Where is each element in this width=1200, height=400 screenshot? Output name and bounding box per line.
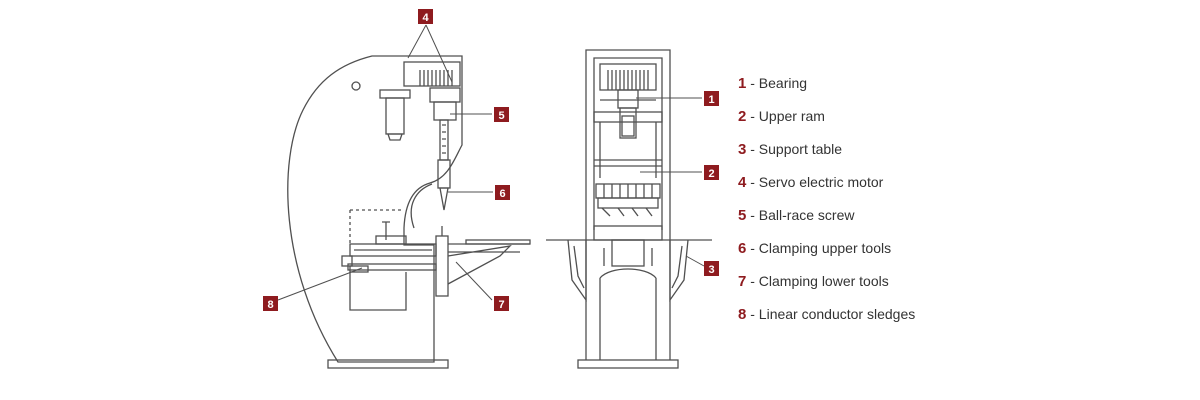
side-lower-tool: [435, 235, 449, 297]
legend-label: Clamping upper tools: [758, 240, 892, 256]
callout-1: 1: [704, 91, 719, 106]
legend-label: Upper ram: [758, 108, 825, 124]
callout-4: 4: [418, 9, 433, 24]
legend-separator: -: [750, 141, 755, 157]
front-view: [546, 49, 712, 369]
legend-separator: -: [750, 75, 755, 91]
callout-7-label: 7: [498, 299, 504, 311]
legend-number: 4: [738, 174, 747, 191]
legend-item-servo-electric-motor: 4 - Servo electric motor: [738, 171, 915, 204]
legend-label: Servo electric motor: [758, 174, 884, 190]
legend-number: 1: [738, 75, 747, 92]
legend-item-bearing: 1 - Bearing: [738, 72, 915, 105]
callout-3: 3: [704, 261, 719, 276]
front-frame: [585, 49, 671, 240]
legend-number: 3: [738, 141, 747, 158]
side-ball-screw: [439, 119, 449, 161]
callout-7: 7: [494, 296, 509, 311]
legend-item-ball-race-screw: 5 - Ball-race screw: [738, 204, 915, 237]
legend-number: 6: [738, 240, 747, 257]
legend-item-clamping-lower-tools: 7 - Clamping lower tools: [738, 270, 915, 303]
legend-label: Linear conductor sledges: [758, 306, 916, 322]
legend-separator: -: [750, 273, 755, 289]
callout-4-label: 4: [422, 12, 429, 24]
front-upper-ram: [593, 111, 663, 123]
legend-number: 5: [738, 207, 747, 224]
legend-number: 7: [738, 273, 747, 290]
legend-item-clamping-upper-tools: 6 - Clamping upper tools: [738, 237, 915, 270]
legend-separator: -: [750, 174, 755, 190]
legend-item-support-table: 3 - Support table: [738, 138, 915, 171]
leader-lines: [277, 24, 705, 301]
side-base: [327, 359, 449, 369]
legend-number: 8: [738, 306, 747, 323]
legend-separator: -: [750, 306, 755, 322]
side-frame: [287, 55, 463, 363]
callout-6: 6: [495, 185, 510, 200]
callout-2: 2: [704, 165, 719, 180]
callout-5-label: 5: [498, 110, 504, 122]
legend-label: Clamping lower tools: [758, 273, 889, 289]
callout-2-label: 2: [708, 168, 714, 180]
legend-separator: -: [750, 207, 755, 223]
legend: 1 - Bearing 2 - Upper ram 3 - Support ta…: [738, 72, 915, 336]
legend-label: Bearing: [758, 75, 808, 91]
legend-label: Ball-race screw: [758, 207, 855, 223]
side-cylinder: [385, 97, 405, 135]
legend-item-upper-ram: 2 - Upper ram: [738, 105, 915, 138]
callout-8-label: 8: [267, 299, 273, 311]
legend-separator: -: [750, 240, 755, 256]
legend-separator: -: [750, 108, 755, 124]
front-bearing: [617, 89, 639, 109]
callout-1-label: 1: [708, 94, 714, 106]
side-view: [287, 55, 531, 369]
callout-8: 8: [263, 296, 278, 311]
legend-label: Support table: [758, 141, 843, 157]
callout-3-label: 3: [708, 264, 714, 276]
callout-6-label: 6: [499, 188, 505, 200]
callout-5: 5: [494, 107, 509, 122]
legend-number: 2: [738, 108, 747, 125]
legend-item-linear-conductor-sledges: 8 - Linear conductor sledges: [738, 303, 915, 336]
